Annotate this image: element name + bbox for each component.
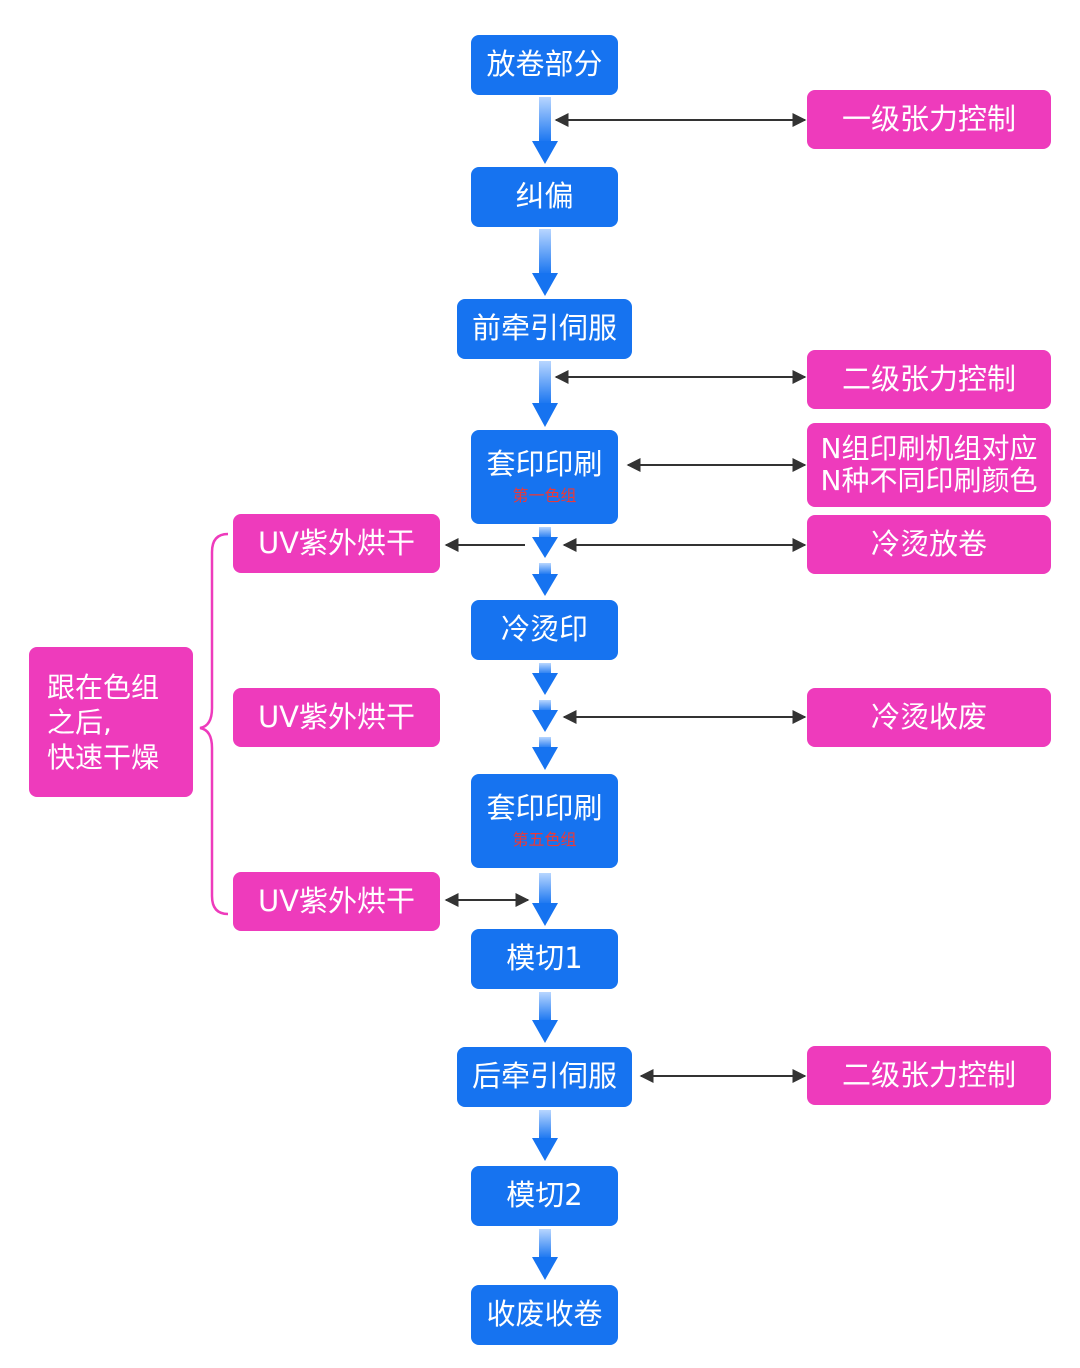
- node-unwind: 放卷部分: [471, 35, 618, 95]
- note-uv-dry-2-label: UV紫外烘干: [257, 699, 416, 734]
- node-waste-rewind-label: 收废收卷: [486, 1297, 603, 1332]
- flow-arrow-6: [532, 873, 558, 926]
- flow-arrow-8: [532, 1110, 558, 1161]
- flow-arrow-2: [532, 229, 558, 296]
- note-color-groups-line1: N组印刷机组对应: [820, 431, 1038, 465]
- note-cold-foil-unwind-label: 冷烫放卷: [870, 526, 987, 561]
- node-front-traction-servo: 前牵引伺服: [457, 299, 632, 359]
- note-color-groups: N组印刷机组对应 N种不同印刷颜色: [807, 423, 1051, 507]
- note-cold-foil-waste-label: 冷烫收废: [870, 699, 987, 734]
- node-registration-print-1: 套印印刷 第一色组: [471, 430, 618, 524]
- note-uv-dry-2: UV紫外烘干: [233, 688, 440, 747]
- flow-arrow-7: [532, 992, 558, 1043]
- node-unwind-label: 放卷部分: [486, 47, 603, 82]
- note-tension-level-2-label: 二级张力控制: [841, 361, 1016, 396]
- node-front-traction-label: 前牵引伺服: [471, 311, 617, 346]
- note-tension-level-1: 一级张力控制: [807, 90, 1051, 149]
- node-registration-print-5: 套印印刷 第五色组: [471, 774, 618, 868]
- node-die-cut-1: 模切1: [471, 929, 618, 989]
- note-tension-level-2-top: 二级张力控制: [807, 350, 1051, 409]
- note-uv-dry-1-label: UV紫外烘干: [257, 525, 416, 560]
- note-quick-dry-group: 跟在色组 之后, 快速干燥: [29, 647, 193, 797]
- flow-arrow-1: [532, 97, 558, 164]
- flow-arrow-9: [532, 1229, 558, 1280]
- group-bracket: [199, 532, 229, 916]
- note-cold-foil-waste: 冷烫收废: [807, 688, 1051, 747]
- node-waste-rewind: 收废收卷: [471, 1285, 618, 1345]
- node-rear-traction-servo: 后牵引伺服: [457, 1047, 632, 1107]
- note-tension-level-2b-label: 二级张力控制: [841, 1057, 1016, 1092]
- node-cold-foil: 冷烫印: [471, 600, 618, 660]
- flow-arrow-5c: [532, 737, 558, 770]
- note-uv-dry-3-label: UV紫外烘干: [257, 883, 416, 918]
- note-quick-dry-line2: 之后,: [47, 705, 112, 739]
- node-cold-foil-label: 冷烫印: [500, 612, 588, 647]
- node-web-guide-label: 纠偏: [515, 179, 574, 214]
- note-cold-foil-unwind: 冷烫放卷: [807, 515, 1051, 574]
- node-rear-traction-label: 后牵引伺服: [471, 1059, 617, 1094]
- note-quick-dry-line1: 跟在色组: [47, 670, 160, 704]
- node-print-1-label: 套印印刷: [486, 447, 603, 482]
- flow-arrow-4a: [532, 527, 558, 558]
- flow-arrow-3: [532, 361, 558, 427]
- node-die-cut-2: 模切2: [471, 1166, 618, 1226]
- node-print-5-sub: 第五色组: [512, 830, 577, 850]
- node-print-1-sub: 第一色组: [512, 486, 577, 506]
- node-die-cut-2-label: 模切2: [506, 1178, 583, 1213]
- flow-arrow-5a: [532, 663, 558, 695]
- node-print-5-label: 套印印刷: [486, 791, 603, 826]
- node-web-guide: 纠偏: [471, 167, 618, 227]
- note-color-groups-line2: N种不同印刷颜色: [820, 464, 1038, 497]
- note-tension-level-1-label: 一级张力控制: [841, 101, 1016, 136]
- flow-arrow-5b: [532, 700, 558, 732]
- node-die-cut-1-label: 模切1: [506, 941, 583, 976]
- note-tension-level-2-bottom: 二级张力控制: [807, 1046, 1051, 1105]
- flow-arrow-4b: [532, 563, 558, 596]
- note-uv-dry-1: UV紫外烘干: [233, 514, 440, 573]
- note-quick-dry-line3: 快速干燥: [47, 740, 160, 774]
- note-uv-dry-3: UV紫外烘干: [233, 872, 440, 931]
